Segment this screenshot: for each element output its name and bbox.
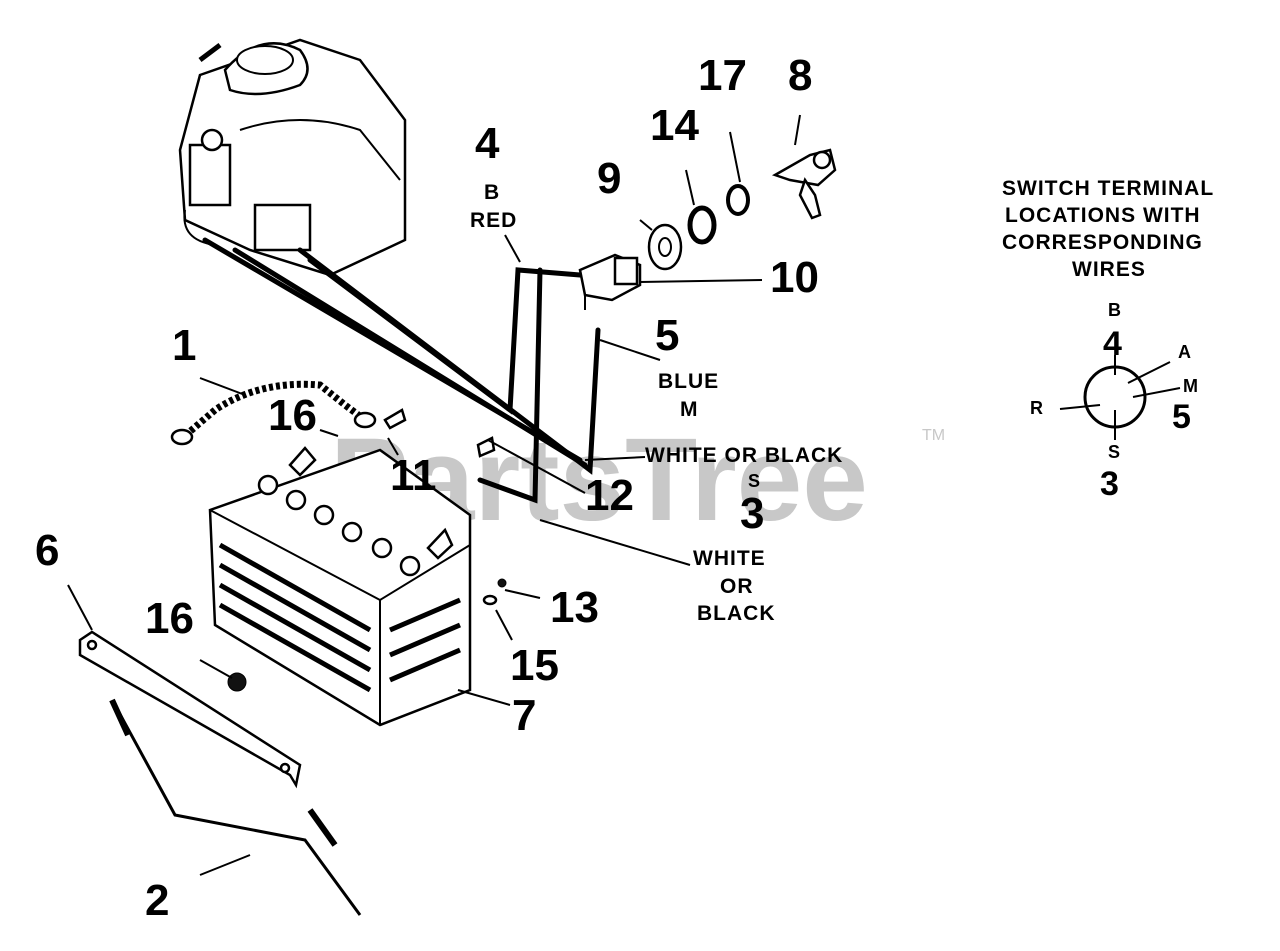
nut-14 xyxy=(687,205,717,245)
callout-9: 9 xyxy=(597,154,621,203)
leader-lines xyxy=(67,114,801,876)
nut-17 xyxy=(726,184,750,216)
wire-label-m: M xyxy=(680,398,699,421)
wire-label-red: RED xyxy=(470,209,517,232)
key-icon xyxy=(771,148,837,220)
switch-terminal-legend: SWITCH TERMINAL LOCATIONS WITH CORRESPON… xyxy=(1002,177,1214,503)
ignition-switch xyxy=(578,253,642,310)
legend-title-line-4: WIRES xyxy=(1072,258,1146,281)
legend-terminal-s-num: 3 xyxy=(1100,465,1119,503)
legend-terminal-a: A xyxy=(1178,342,1191,362)
callout-10: 10 xyxy=(770,253,819,302)
callout-5: 5 xyxy=(655,311,679,360)
wire-label-black: BLACK xyxy=(697,602,776,625)
wire-label-b: B xyxy=(484,181,500,204)
wire-label-or: OR xyxy=(720,575,754,598)
screw-12 xyxy=(476,436,496,458)
legend-terminal-s: S xyxy=(1108,442,1120,462)
callout-16-lower: 16 xyxy=(145,594,194,643)
callout-3: 3 xyxy=(740,489,764,538)
battery-cable xyxy=(170,380,407,446)
callout-8: 8 xyxy=(788,51,812,100)
callout-14: 14 xyxy=(650,101,699,150)
callout-16-upper: 16 xyxy=(268,391,317,440)
legend-terminal-r: R xyxy=(1030,398,1043,418)
washer-9 xyxy=(647,223,683,271)
wire-label-white-or-black-s: WHITE OR BLACK xyxy=(645,444,843,467)
hold-down-rod xyxy=(109,698,362,916)
legend-terminal-b: B xyxy=(1108,300,1121,320)
callout-15: 15 xyxy=(510,641,559,690)
nut-16 xyxy=(227,672,247,692)
battery-illustration xyxy=(208,446,472,727)
bolt-13 xyxy=(497,578,507,588)
wire-harness xyxy=(202,237,601,504)
washer-15 xyxy=(482,594,498,606)
callout-12: 12 xyxy=(585,471,634,520)
legend-terminal-m-num: 5 xyxy=(1172,398,1191,436)
callout-6: 6 xyxy=(35,526,59,575)
engine-illustration xyxy=(178,38,407,277)
callout-1: 1 xyxy=(172,321,196,370)
wire-label-s: S xyxy=(748,471,760,491)
legend-title-line-3: CORRESPONDING xyxy=(1002,231,1203,254)
wire-label-blue: BLUE xyxy=(658,370,719,393)
callout-17: 17 xyxy=(698,51,747,100)
legend-terminal-b-num: 4 xyxy=(1103,325,1122,363)
callout-4: 4 xyxy=(475,119,500,168)
callout-7: 7 xyxy=(512,691,536,740)
legend-title-line-2: LOCATIONS WITH xyxy=(1005,204,1201,227)
callout-11: 11 xyxy=(390,451,437,500)
legend-title-line-1: SWITCH TERMINAL xyxy=(1002,177,1214,200)
legend-terminal-m: M xyxy=(1183,376,1198,396)
watermark-tm: TM xyxy=(922,427,945,444)
wire-label-white: WHITE xyxy=(693,547,766,570)
hold-down-bar xyxy=(78,630,302,789)
callout-2: 2 xyxy=(145,876,169,925)
callout-13: 13 xyxy=(550,583,599,632)
